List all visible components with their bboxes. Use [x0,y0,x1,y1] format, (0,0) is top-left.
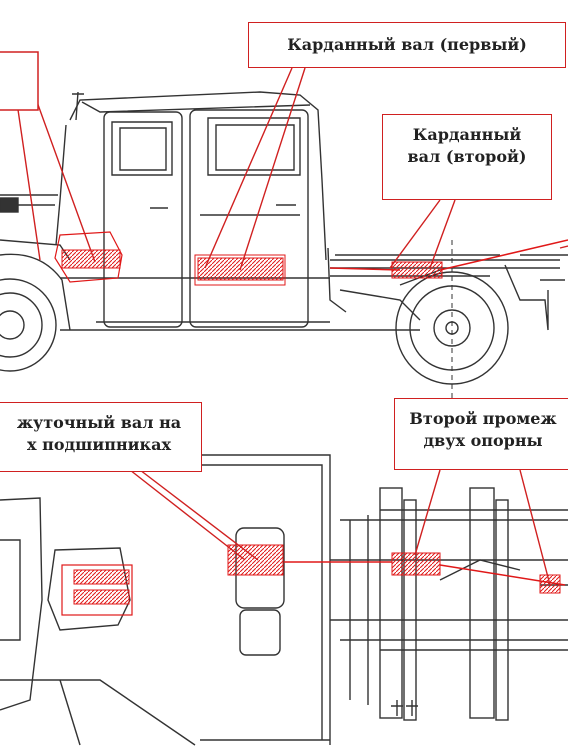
partial-callout-left [0,51,39,111]
callout-second-intermediate-line2: двух опорны [423,431,543,450]
callout-driveshaft-second: Карданный вал (второй) [382,114,552,200]
callout-second-intermediate: Второй промеж двух опорны [394,398,568,470]
callout-second-intermediate-line1: Второй промеж [409,409,557,428]
top-driveshafts-highlight [61,544,566,616]
top-view [0,454,568,746]
callout-intermediate-shaft-line2: х подшипниках [27,435,171,454]
callout-driveshaft-second-line2: вал (второй) [407,147,527,166]
callout-driveshaft-first: Карданный вал (первый) [248,22,566,68]
side-view [0,91,568,400]
callout-intermediate-shaft-line1: жуточный вал на [16,413,182,432]
callout-driveshaft-second-line1: Карданный [412,125,522,144]
callout-driveshaft-first-text: Карданный вал (первый) [287,35,527,54]
side-driveshafts-highlight [54,231,568,286]
callout-intermediate-shaft: жуточный вал на х подшипниках [0,402,202,472]
